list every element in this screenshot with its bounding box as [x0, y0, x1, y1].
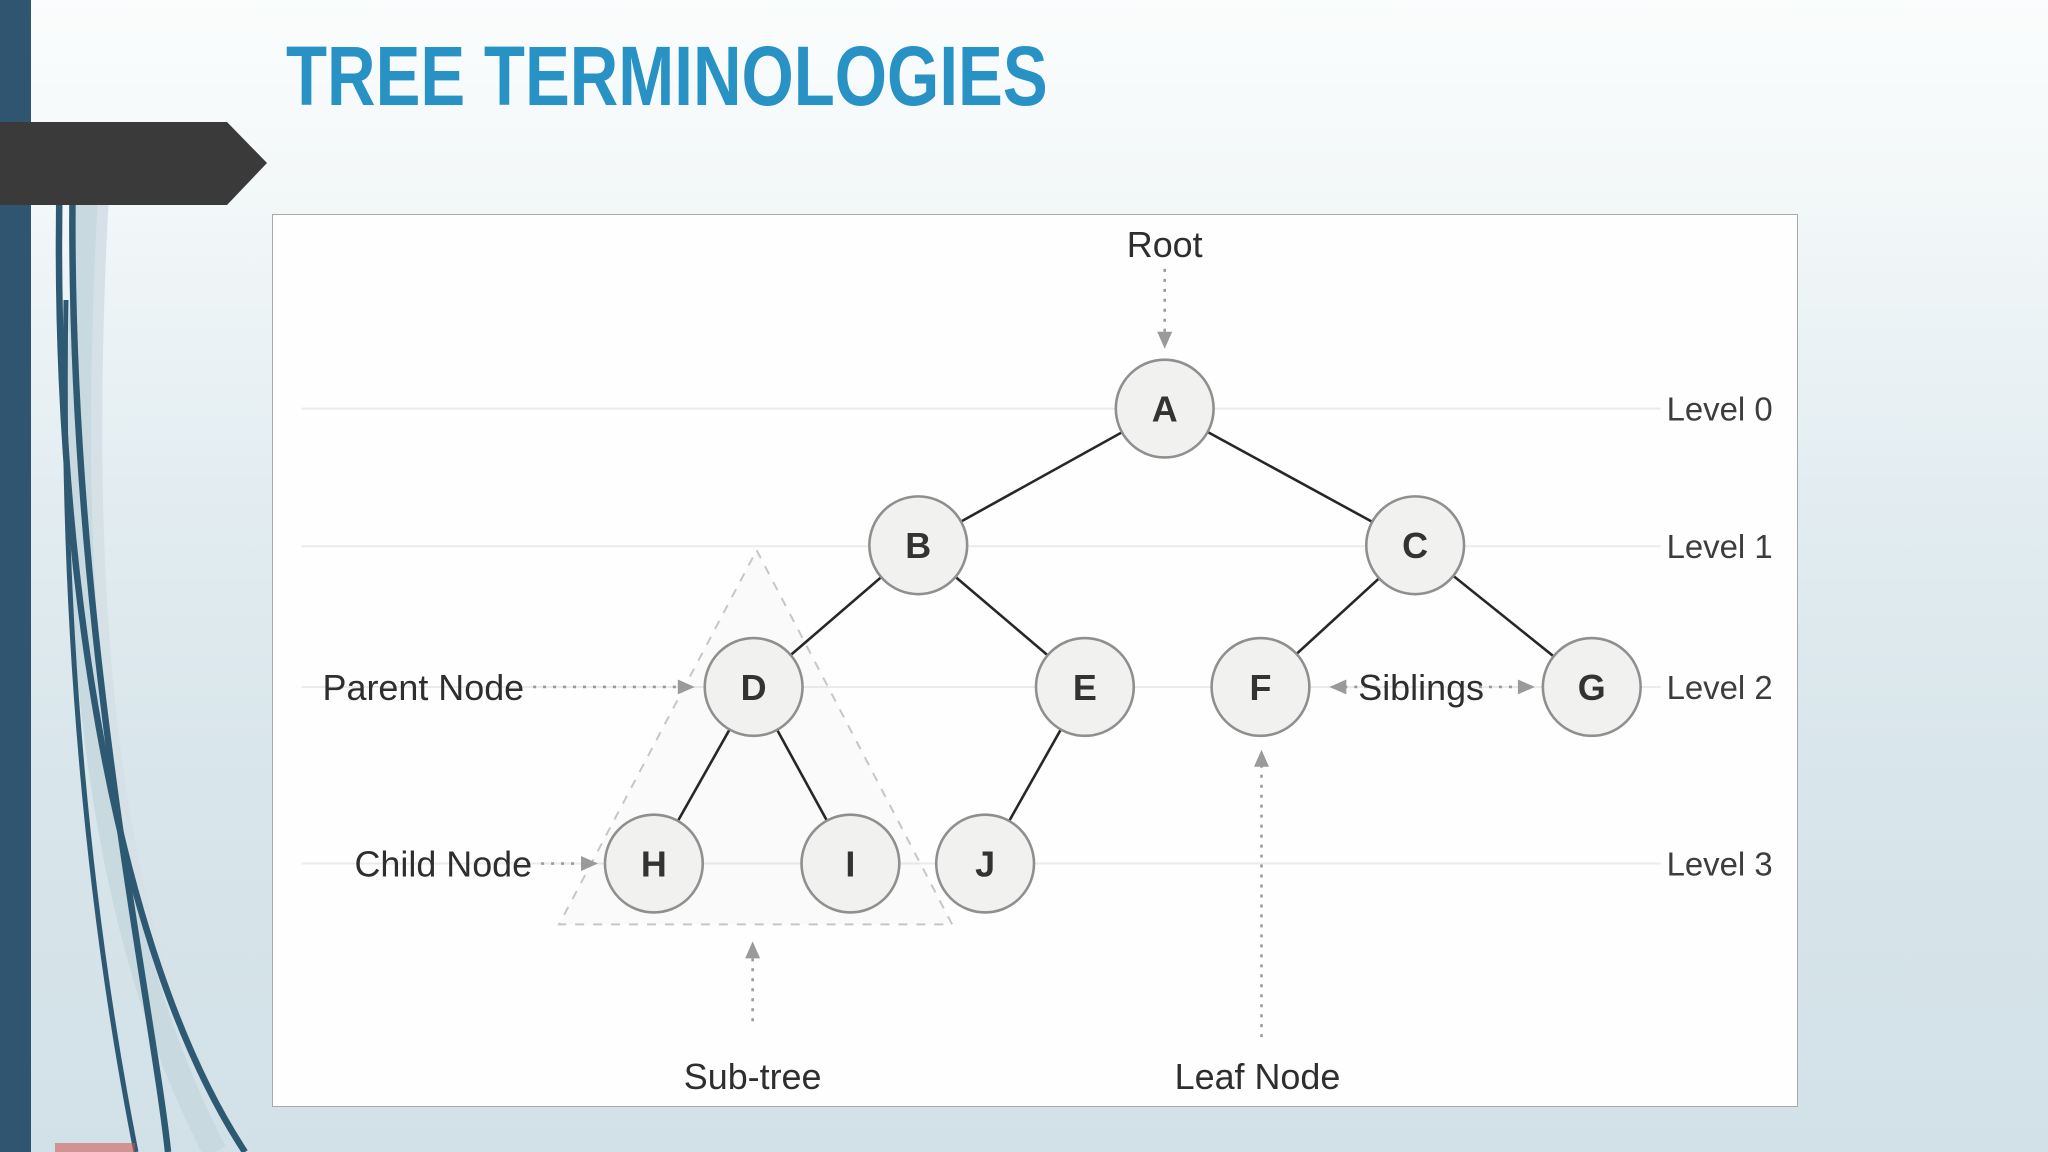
node-f-label: F — [1250, 667, 1272, 708]
tree-node-g: G — [1541, 636, 1642, 738]
node-d-label: D — [741, 667, 767, 708]
tree-node-e: E — [1034, 636, 1136, 738]
subtree-label: Sub-tree — [684, 1056, 822, 1097]
slide-title: TREE TERMINOLOGIES — [286, 29, 1048, 123]
parent-node-label: Parent Node — [323, 667, 525, 708]
node-b-label: B — [905, 525, 931, 566]
tree-node-h: H — [603, 813, 705, 914]
node-j-label: J — [975, 844, 995, 885]
annotation-arrows — [533, 268, 1535, 1038]
level-2-label: Level 2 — [1667, 669, 1773, 706]
tree-diagram-panel: A B C D E F G H I J Level 0 Level 1 Leve… — [272, 214, 1798, 1107]
level-labels: Level 0 Level 1 Level 2 Level 3 — [1660, 388, 1787, 884]
root-label: Root — [1127, 224, 1203, 265]
tree-nodes: A B C D E F G H I J — [603, 358, 1642, 914]
node-a-label: A — [1152, 389, 1178, 430]
level-0-label: Level 0 — [1667, 391, 1773, 428]
node-i-label: I — [845, 844, 855, 885]
red-accent-strip — [55, 1143, 135, 1152]
subtree-triangle — [557, 548, 954, 926]
tree-node-b: B — [868, 495, 969, 596]
tree-node-f: F — [1210, 636, 1311, 738]
level-1-label: Level 1 — [1667, 528, 1773, 565]
tree-node-i: I — [800, 813, 901, 914]
tree-node-c: C — [1364, 495, 1466, 596]
arrow-banner — [0, 122, 267, 205]
node-c-label: C — [1402, 525, 1428, 566]
node-e-label: E — [1073, 667, 1097, 708]
level-gridlines — [301, 407, 1787, 865]
leaf-node-label: Leaf Node — [1175, 1056, 1341, 1097]
siblings-label: Siblings — [1358, 667, 1484, 708]
node-h-label: H — [641, 844, 667, 885]
tree-node-j: J — [934, 813, 1036, 914]
child-node-label: Child Node — [354, 844, 532, 885]
decorative-swoosh-lines — [55, 159, 253, 1152]
tree-node-d: D — [703, 636, 804, 738]
tree-node-a: A — [1114, 358, 1215, 459]
annotation-labels: Root Parent Node Child Node Siblings Sub… — [323, 224, 1484, 1097]
tree-diagram: A B C D E F G H I J Level 0 Level 1 Leve… — [301, 224, 1787, 1097]
node-g-label: G — [1578, 667, 1606, 708]
level-3-label: Level 3 — [1667, 846, 1773, 883]
